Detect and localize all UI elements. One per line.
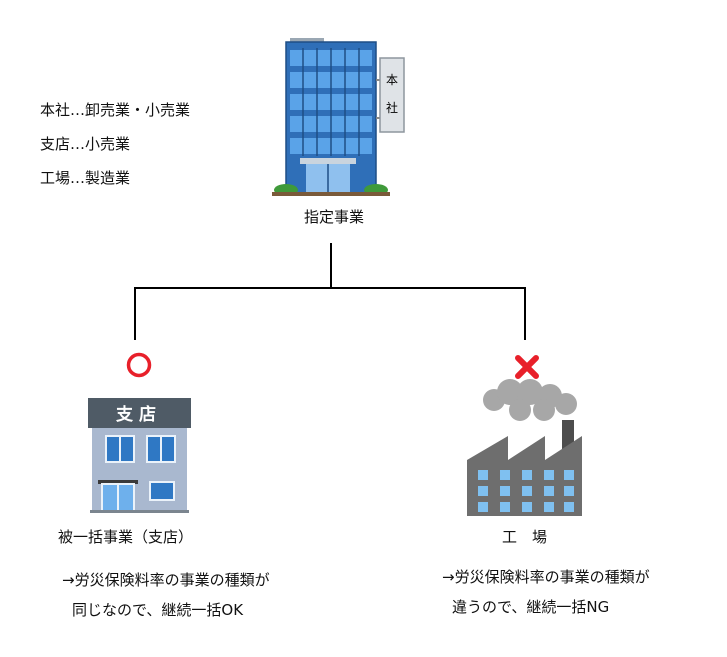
branch-note-line-2: 同じなので、継続一括OK bbox=[72, 601, 244, 619]
branch-sign-text: 支店 bbox=[116, 404, 162, 425]
info-line-branch: 支店…小売業 bbox=[40, 135, 131, 153]
factory-icon bbox=[467, 379, 582, 516]
hq-sign-char-2: 社 bbox=[386, 100, 398, 115]
hierarchy-connector bbox=[134, 243, 526, 340]
hq-sign-char-1: 本 bbox=[386, 73, 398, 87]
factory-note-line-2: 違うので、継続一括NG bbox=[452, 598, 610, 616]
ok-circle-icon bbox=[126, 352, 152, 378]
branch-label: 被一括事業（支店） bbox=[58, 528, 194, 546]
factory-label: 工 場 bbox=[502, 528, 548, 546]
factory-note: →労災保険料率の事業の種類が 違うので、継続一括NG bbox=[442, 567, 650, 627]
business-type-list: 本社…卸売業・小売業 支店…小売業 工場…製造業 bbox=[40, 100, 190, 202]
branch-note-line-1: →労災保険料率の事業の種類が bbox=[62, 571, 270, 589]
hq-building-icon bbox=[272, 38, 405, 196]
branch-building-icon bbox=[88, 398, 191, 513]
info-line-factory: 工場…製造業 bbox=[40, 169, 131, 187]
branch-note: →労災保険料率の事業の種類が 同じなので、継続一括OK bbox=[62, 570, 270, 630]
factory-note-line-1: →労災保険料率の事業の種類が bbox=[442, 568, 650, 586]
hq-label: 指定事業 bbox=[303, 208, 364, 226]
ng-cross-icon bbox=[515, 355, 539, 379]
info-line-hq: 本社…卸売業・小売業 bbox=[40, 101, 191, 119]
